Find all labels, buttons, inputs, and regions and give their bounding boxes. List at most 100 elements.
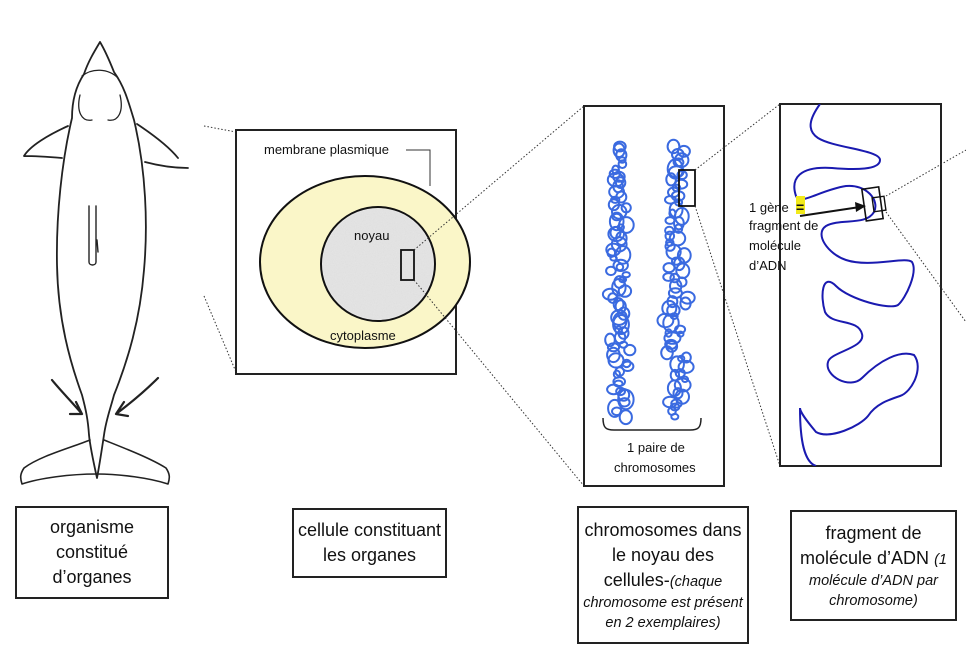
caption-organisme-line1: organisme <box>49 517 135 537</box>
caption-chromosomes-note2: chromosome est présent <box>583 594 743 611</box>
whale-body-outline <box>55 41 147 479</box>
chromatin-loop <box>674 368 686 379</box>
chromatin-loop <box>623 343 637 357</box>
whale-head-arc <box>78 69 122 121</box>
chromatin-loop <box>662 272 675 282</box>
caption-adn: fragment de molécule d’ADN (1 molécule d… <box>790 510 957 621</box>
chromatin-loop <box>670 398 683 409</box>
zoom-lines-cell-to-chromosomes <box>413 105 585 487</box>
chromatin-loop <box>617 388 635 411</box>
caption-adn-line1: fragment de <box>825 522 922 543</box>
chromatin-loop <box>617 284 633 298</box>
whale-right-arrow <box>114 376 160 418</box>
chromatin-loop <box>674 206 690 226</box>
chromatin-loop <box>617 326 630 340</box>
chromosome-left <box>601 140 637 426</box>
chromatin-loop <box>620 360 635 372</box>
membrane-leader-line <box>406 149 431 186</box>
chromatin-loop <box>674 324 687 335</box>
cytoplasm-label: cytoplasme <box>330 328 396 343</box>
zoom-lines-whale-to-cell <box>203 125 237 373</box>
chromatin-loop <box>656 312 675 329</box>
pair-label-line1: 1 paire de <box>627 440 685 455</box>
chromatin-loop <box>669 355 685 374</box>
chromatin-loop <box>617 156 627 164</box>
chromatin-loop <box>677 359 695 374</box>
caption-cellule-line2: les organes <box>322 545 417 565</box>
gene-label-line1: 1 gène <box>749 200 789 215</box>
chromatin-loop <box>663 331 682 345</box>
chromatin-loop <box>615 262 625 272</box>
chromatin-loop <box>617 159 628 169</box>
chromatin-loop <box>612 314 630 335</box>
chromatin-loop <box>615 386 626 397</box>
chromatin-loop <box>669 278 683 294</box>
caption-chromosomes-line2: le noyau des <box>611 544 715 565</box>
gene-zoom-box-inner <box>871 195 887 213</box>
chromatin-loop <box>614 176 627 190</box>
chromatin-loop <box>670 412 680 421</box>
chromatin-loop <box>665 172 677 187</box>
caption-chromosomes-note1: (chaque <box>669 573 723 590</box>
chromatin-loop <box>664 241 676 252</box>
gene-zoom-box-outer <box>860 185 885 222</box>
gene-arrow-line <box>799 206 861 217</box>
chromatin-loop <box>611 278 627 297</box>
chromatin-loop <box>606 342 621 353</box>
caption-chromosomes-line1: chromosomes dans <box>584 519 742 540</box>
caption-adn-note3: chromosome) <box>829 592 918 609</box>
cell-panel: membrane plasmique noyau cytoplasme <box>235 129 471 375</box>
gene-highlight-marker <box>796 196 805 214</box>
gene-label-line3: molécule <box>749 238 801 253</box>
chromosome-right <box>656 138 696 421</box>
chromatin-loop <box>618 409 633 426</box>
whale-left-fin <box>23 125 69 159</box>
caption-cellule: cellule constituant les organes <box>292 508 447 578</box>
membrane-label: membrane plasmique <box>264 142 389 157</box>
chromatin-loop <box>601 287 619 301</box>
whale-left-arrow <box>50 378 84 416</box>
chromatin-loop <box>608 211 625 232</box>
chromatin-loop <box>605 265 617 277</box>
caption-organisme-line3: d’organes <box>52 567 132 587</box>
caption-adn-note2: molécule d’ADN par <box>809 572 938 589</box>
chromatin-loop <box>611 212 622 222</box>
gene-arrow-head <box>855 202 866 212</box>
gene-equals: = <box>796 199 804 215</box>
gene-label-line4: d’ADN <box>749 258 787 273</box>
chromosome-pair-brace <box>602 417 702 431</box>
caption-adn-note1: (1 <box>934 551 947 568</box>
chromatin-loop <box>672 387 684 400</box>
pair-label-line2: chromosomes <box>614 460 696 475</box>
chromatin-loop <box>679 296 692 311</box>
zoom-lines-chromosome-to-dna <box>694 103 781 467</box>
chromosome-panel: 1 paire de chromosomes <box>583 105 725 487</box>
chromatin-loop <box>679 290 696 305</box>
caption-adn-line2-wrap: molécule d’ADN (1 <box>800 546 947 571</box>
chromatin-loop <box>664 225 675 236</box>
chromatin-loop <box>612 170 626 183</box>
caption-chromosomes-line3-wrap: cellules-(chaque <box>604 568 722 593</box>
next-panel-partial <box>885 140 966 330</box>
caption-chromosomes-line3: cellules- <box>603 569 670 590</box>
caption-chromosomes: chromosomes dans le noyau des cellules-(… <box>577 506 749 644</box>
chromatin-loop <box>673 216 685 231</box>
chromatin-loop <box>673 223 684 234</box>
caption-chromosomes-note3: en 2 exemplaires) <box>605 614 721 631</box>
chromatin-loop <box>666 303 681 318</box>
caption-organisme: organisme constitué d’organes <box>15 506 169 599</box>
gene-label-line2: fragment de <box>749 218 818 233</box>
chromatin-loop <box>604 332 616 348</box>
dna-panel: = 1 gène fragment de molécule d’ADN <box>749 103 942 467</box>
nucleus-zoom-box <box>400 249 415 281</box>
caption-organisme-line2: constitué <box>55 542 129 562</box>
nucleus-label: noyau <box>354 228 389 243</box>
caption-cellule-line1: cellule constituant <box>297 520 442 540</box>
dna-strand <box>793 104 919 466</box>
whale-belly-mark <box>88 205 99 266</box>
chromatin-loop <box>660 345 674 361</box>
whale-organism-sketch <box>19 41 189 485</box>
chromatin-loop <box>614 245 632 265</box>
chromatin-loop <box>609 254 618 262</box>
whale-right-fin <box>136 123 189 169</box>
